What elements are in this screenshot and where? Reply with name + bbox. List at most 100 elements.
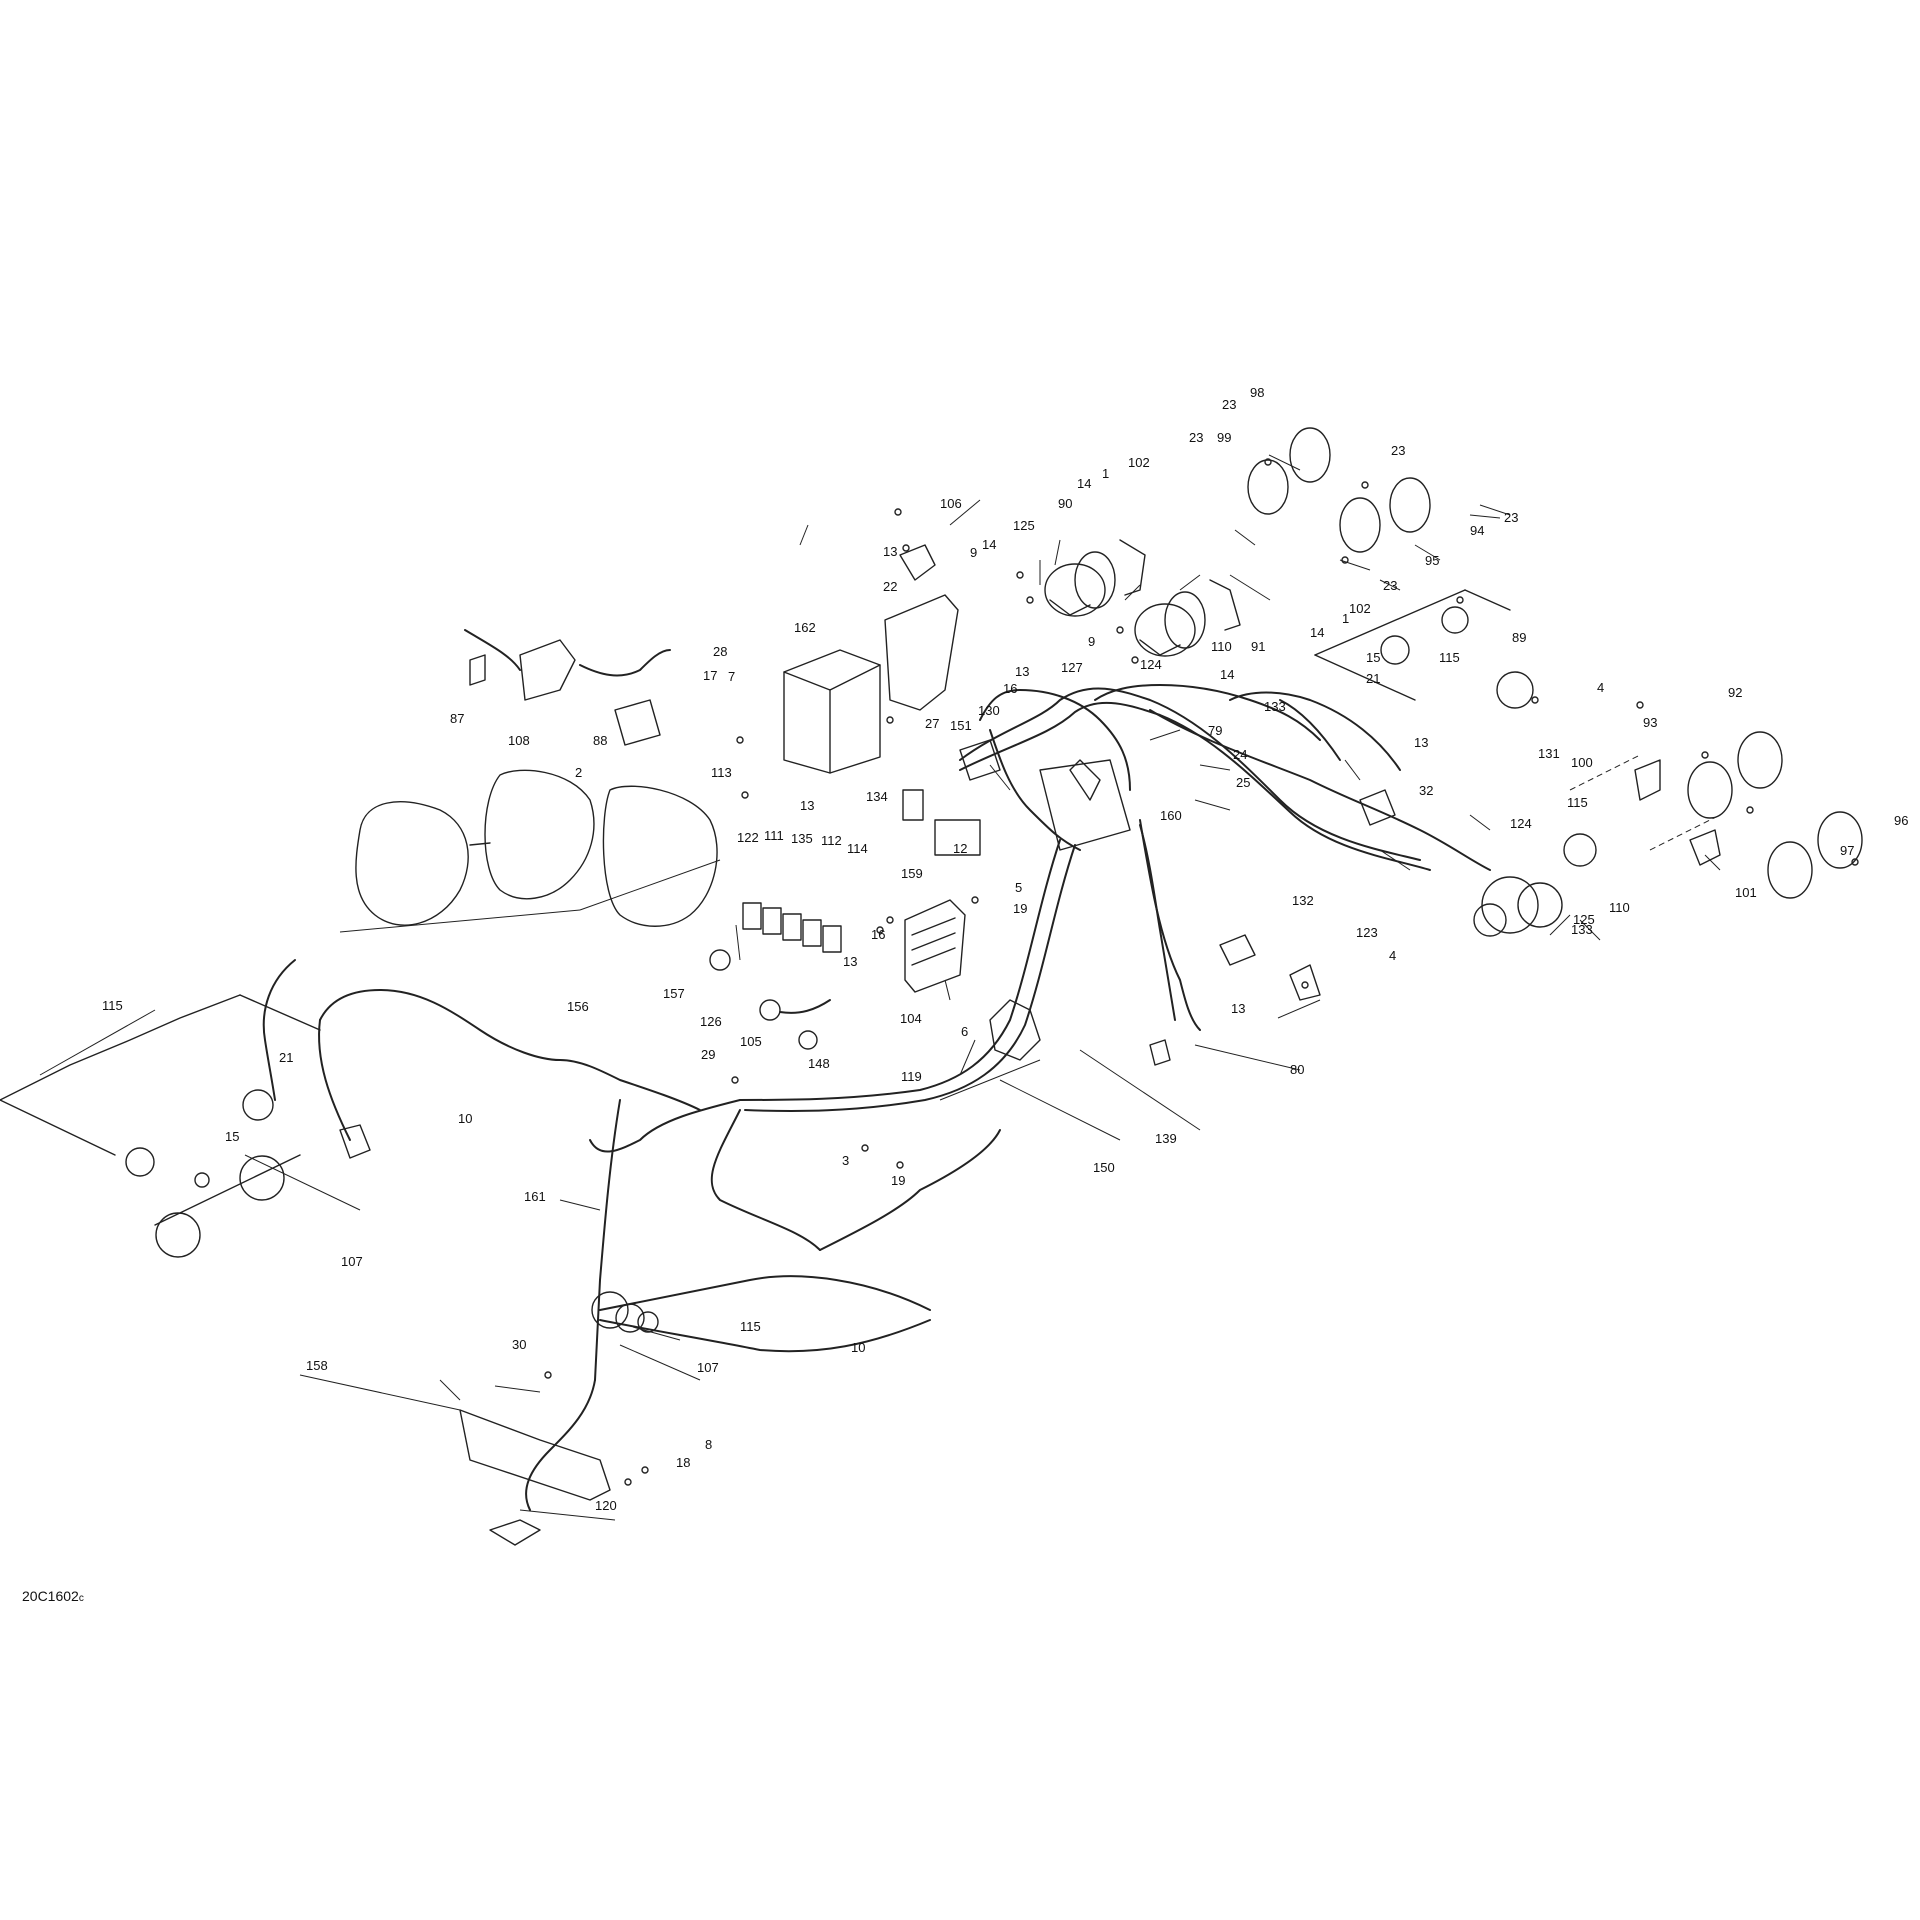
lower-harness-161 — [525, 1099, 931, 1511]
callout-4: 4 — [1389, 948, 1396, 963]
callout-133: 133 — [1264, 699, 1286, 714]
callout-7: 7 — [728, 669, 735, 684]
headlight-box-110 — [1563, 754, 1721, 867]
headlight-124-top — [1134, 591, 1206, 657]
callout-14: 14 — [982, 537, 996, 552]
headlight-group-left — [0, 959, 321, 1258]
callout-106: 106 — [940, 496, 962, 511]
callout-labels: 1 1 2 3 4 4 5 6 7 8 9 9 10 10 12 13 13 1… — [102, 385, 1908, 1513]
bracket-130 — [884, 594, 959, 711]
callout-130: 130 — [978, 703, 1000, 718]
bracket-106 — [899, 544, 936, 581]
trim-rings-right — [1687, 731, 1863, 899]
callout-150: 150 — [1093, 1160, 1115, 1175]
callout-110: 110 — [1211, 639, 1232, 654]
part-drawings — [0, 427, 1863, 1546]
callout-123: 123 — [1356, 925, 1378, 940]
callout-13: 13 — [800, 798, 814, 813]
callout-151: 151 — [950, 718, 972, 733]
switch-assembly-108 — [464, 629, 671, 746]
callout-115: 115 — [1439, 650, 1460, 665]
callout-98: 98 — [1250, 385, 1264, 400]
fasteners — [544, 458, 1859, 1486]
upper-harness — [959, 688, 1131, 851]
callout-16: 16 — [1003, 681, 1017, 696]
regulator-104 — [904, 899, 966, 993]
callout-15: 15 — [225, 1129, 239, 1144]
callout-107: 107 — [697, 1360, 719, 1375]
callout-97: 97 — [1840, 843, 1854, 858]
callout-132: 132 — [1292, 893, 1314, 908]
callout-115: 115 — [102, 998, 123, 1013]
callout-87: 87 — [450, 711, 464, 726]
callout-1: 1 — [1102, 466, 1109, 481]
callout-23: 23 — [1504, 510, 1518, 525]
callout-158: 158 — [306, 1358, 328, 1373]
callout-126: 126 — [700, 1014, 722, 1029]
main-wiring-harness — [589, 687, 1431, 1251]
bracket-123-132 — [1219, 934, 1321, 1001]
drawing-code: 20C1602c — [22, 1588, 84, 1604]
callout-14: 14 — [1310, 625, 1324, 640]
callout-25: 25 — [1236, 775, 1250, 790]
callout-160: 160 — [1160, 808, 1182, 823]
instrument-cluster-156 — [339, 769, 721, 933]
callout-114: 114 — [847, 841, 868, 856]
callout-107: 107 — [341, 1254, 363, 1269]
harness-133-top — [1094, 683, 1341, 761]
callout-115: 115 — [1567, 795, 1588, 810]
callout-112: 112 — [821, 833, 842, 848]
callout-17: 17 — [703, 668, 717, 683]
callout-19: 19 — [891, 1173, 905, 1188]
callout-156: 156 — [567, 999, 589, 1014]
callout-101: 101 — [1735, 885, 1757, 900]
trim-rings-top — [1247, 427, 1431, 553]
callout-23: 23 — [1189, 430, 1203, 445]
callout-127: 127 — [1061, 660, 1083, 675]
callout-13: 13 — [1414, 735, 1428, 750]
callout-9: 9 — [1088, 634, 1095, 649]
callout-10: 10 — [458, 1111, 472, 1126]
callout-21: 21 — [279, 1050, 293, 1065]
callout-159: 159 — [901, 866, 923, 881]
callout-134: 134 — [866, 789, 888, 804]
callout-93: 93 — [1643, 715, 1657, 730]
callout-139: 139 — [1155, 1131, 1177, 1146]
callout-9: 9 — [970, 545, 977, 560]
callout-23: 23 — [1222, 397, 1236, 412]
callout-30: 30 — [512, 1337, 526, 1352]
leader-lines — [39, 454, 1721, 1521]
callout-125: 125 — [1013, 518, 1035, 533]
callout-95: 95 — [1425, 553, 1439, 568]
callout-108: 108 — [508, 733, 530, 748]
callout-124: 124 — [1140, 657, 1162, 672]
callout-23: 23 — [1391, 443, 1405, 458]
right-harness-160 — [1149, 691, 1491, 871]
callout-32: 32 — [1419, 783, 1433, 798]
callout-99: 99 — [1217, 430, 1231, 445]
callout-2: 2 — [575, 765, 582, 780]
callout-8: 8 — [705, 1437, 712, 1452]
left-harness-10 — [318, 988, 701, 1159]
callout-105: 105 — [740, 1034, 762, 1049]
callout-79: 79 — [1208, 723, 1222, 738]
module-162 — [783, 649, 881, 774]
relay-boxes — [902, 789, 981, 856]
callout-92: 92 — [1728, 685, 1742, 700]
callout-22: 22 — [883, 579, 897, 594]
callout-113: 113 — [711, 765, 732, 780]
headlight-107-lower — [591, 1291, 659, 1333]
drawing-code-main: 20C1602 — [22, 1588, 79, 1604]
callout-90: 90 — [1058, 496, 1072, 511]
callout-12: 12 — [953, 841, 967, 856]
callout-162: 162 — [794, 620, 816, 635]
callout-13: 13 — [1015, 664, 1029, 679]
callout-102: 102 — [1349, 601, 1371, 616]
headlight-right-124-125 — [1473, 876, 1563, 937]
drawing-code-suffix: c — [79, 1593, 84, 1604]
callout-28: 28 — [713, 644, 727, 659]
callout-1: 1 — [1342, 611, 1349, 626]
headlight-125-top — [1044, 551, 1116, 617]
callout-3: 3 — [842, 1153, 849, 1168]
